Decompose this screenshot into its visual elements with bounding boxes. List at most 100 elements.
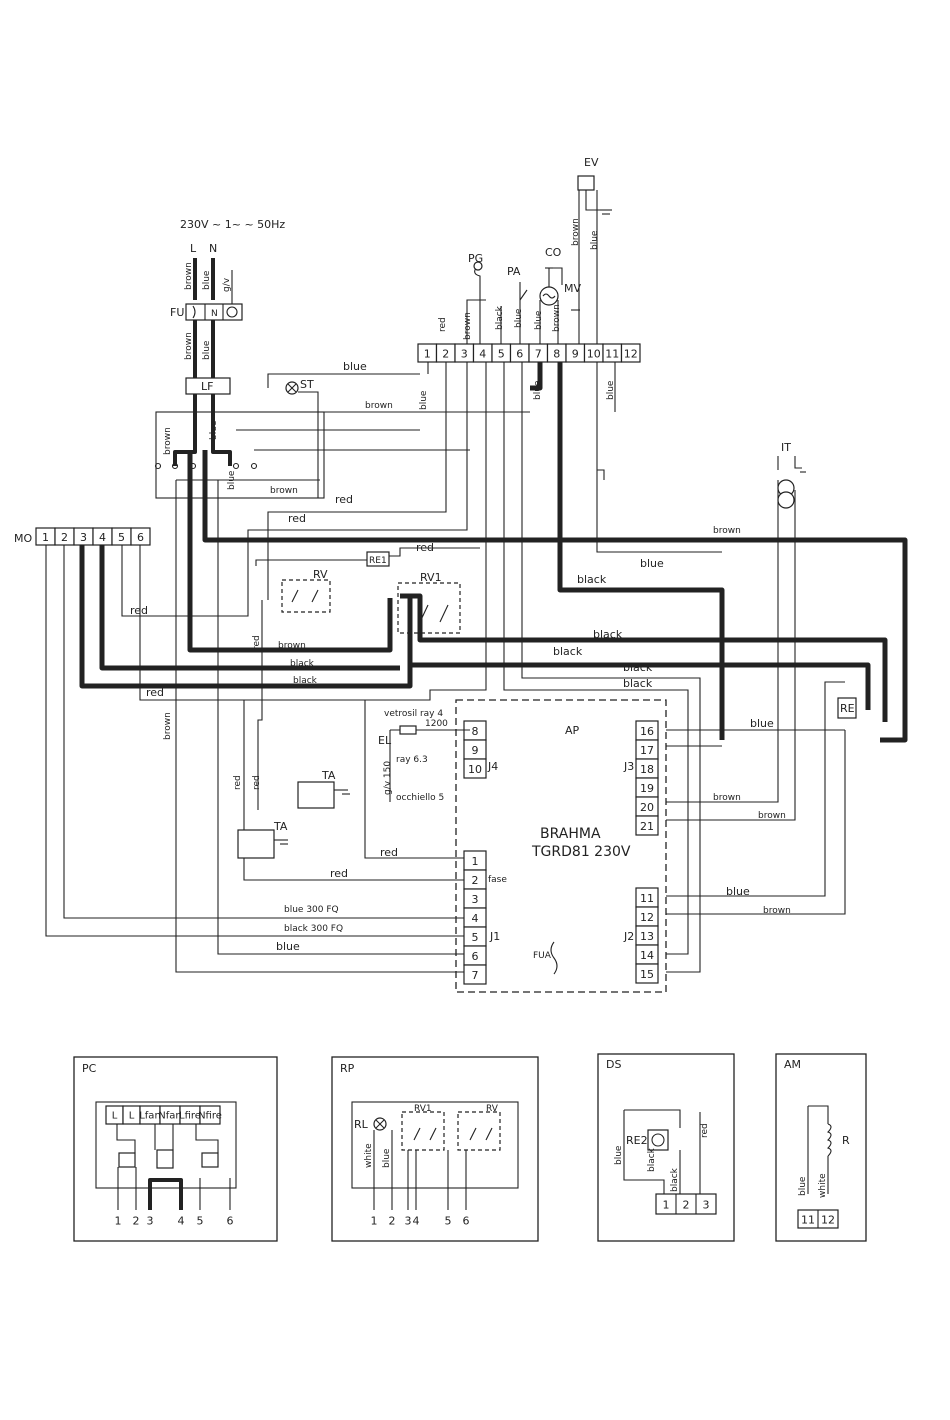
rp-pin-3: 3 bbox=[405, 1215, 412, 1228]
j2-pin-11: 11 bbox=[640, 892, 654, 905]
j4-pin-10-box bbox=[463, 758, 487, 779]
ev-label: EV bbox=[584, 156, 599, 169]
wire-label-red-d: red bbox=[130, 604, 148, 617]
rp-rv1-label: RV1 bbox=[414, 1104, 432, 1114]
j2-pin-14: 14 bbox=[640, 949, 654, 962]
pc-pin-6: 6 bbox=[227, 1215, 234, 1228]
j2-label: J2 bbox=[623, 930, 634, 943]
wire-label-brown-mo: brown bbox=[163, 712, 173, 740]
wire-label-blue-j2-11: blue bbox=[726, 885, 750, 898]
j1-pin-7: 7 bbox=[472, 969, 479, 982]
el-resistor bbox=[399, 725, 417, 735]
rp-pin-6: 6 bbox=[463, 1215, 470, 1228]
rp-rl-label: RL bbox=[354, 1118, 369, 1131]
pc-wiring bbox=[95, 1101, 237, 1210]
re-label: RE bbox=[840, 702, 855, 715]
j3-pin-19: 19 bbox=[640, 782, 654, 795]
ap-fua: FUA bbox=[533, 951, 552, 961]
ap-model-2: TGRD81 230V bbox=[531, 844, 631, 860]
main-terminal-1: 1 bbox=[424, 348, 431, 361]
wire-label-red-b: red bbox=[288, 512, 306, 525]
ta-label-1: TA bbox=[321, 769, 336, 782]
am-r-label: R bbox=[842, 1134, 850, 1147]
rv-relay bbox=[281, 579, 331, 613]
pc-header-3: Nfan bbox=[158, 1111, 181, 1122]
wire-label-black300: black 300 FQ bbox=[284, 924, 343, 934]
pc-pin-1: 1 bbox=[115, 1215, 122, 1228]
j1-pin-7-box bbox=[463, 964, 487, 985]
pc-pin-3: 3 bbox=[147, 1215, 154, 1228]
rv1-relay bbox=[397, 582, 461, 634]
ds-red-label: red bbox=[700, 1123, 710, 1138]
j3-label: J3 bbox=[623, 760, 634, 773]
main-terminal-3: 3 bbox=[461, 348, 468, 361]
ta-thermostat-2 bbox=[237, 829, 288, 859]
wire-label-blue-n2: blue bbox=[202, 340, 212, 360]
rp-inner bbox=[351, 1101, 519, 1189]
wire-label-blue-top: blue bbox=[343, 360, 367, 373]
wire-label-red-f: red bbox=[252, 635, 262, 650]
rp-relays bbox=[373, 1111, 501, 1210]
ds-label: DS bbox=[606, 1058, 621, 1071]
line-filter-label: LF bbox=[201, 380, 213, 393]
ray-label: ray 6.3 bbox=[396, 755, 428, 765]
wire-label-blue-dist: blue bbox=[209, 420, 219, 440]
j1-pin-3: 3 bbox=[472, 893, 479, 906]
supply-label: 230V ~ 1~ ~ 50Hz bbox=[180, 218, 285, 231]
wire-label-black-mid3: black bbox=[553, 645, 583, 658]
wire-label-black-mid2: black bbox=[593, 628, 623, 641]
wire-label-brown-dist: brown bbox=[163, 427, 173, 455]
am-white-label: white bbox=[818, 1173, 828, 1198]
rp-pin-2: 2 bbox=[389, 1215, 396, 1228]
main-terminal-12-box bbox=[620, 343, 641, 363]
wire-label-brown-ev: brown bbox=[571, 218, 581, 246]
wire-label-black-mid: black bbox=[577, 573, 607, 586]
j2-pin-13: 13 bbox=[640, 930, 654, 943]
wire-label-brown-l2: brown bbox=[184, 332, 194, 360]
fua-fuse-icon bbox=[550, 941, 558, 975]
wire-label-blue-ev: blue bbox=[590, 230, 600, 250]
main-terminal-8: 8 bbox=[553, 348, 560, 361]
pc-label: PC bbox=[82, 1062, 97, 1075]
mo-terminal-1: 1 bbox=[42, 531, 49, 544]
j3-pin-17: 17 bbox=[640, 744, 654, 757]
main-terminal-5: 5 bbox=[498, 348, 505, 361]
main-terminal-10: 10 bbox=[587, 348, 601, 361]
wire-label-black-mid5: black bbox=[623, 677, 653, 690]
pc-header-5: Nfire bbox=[198, 1111, 222, 1122]
top-devices bbox=[466, 175, 612, 344]
j1-label: J1 bbox=[489, 930, 500, 943]
line-filter bbox=[185, 377, 231, 395]
j4-pin-10: 10 bbox=[468, 763, 482, 776]
occh-label: occhiello 5 bbox=[396, 793, 444, 803]
wire-label-black-left1: black bbox=[290, 659, 315, 669]
rv1-label: RV1 bbox=[420, 571, 442, 584]
pa-label: PA bbox=[507, 265, 521, 278]
wire-label-red-ta2: red bbox=[252, 775, 262, 790]
am-pin-11: 11 bbox=[801, 1214, 815, 1227]
j2-pin-15-box bbox=[635, 963, 659, 984]
wire-label-brown-j3-21: brown bbox=[758, 811, 786, 821]
ds-pin-3: 3 bbox=[703, 1199, 710, 1212]
supply-n-label: N bbox=[209, 242, 217, 255]
re-relay bbox=[837, 697, 857, 719]
main-terminal-4: 4 bbox=[479, 348, 486, 361]
pc-header-0: L bbox=[112, 1111, 118, 1122]
vetro-label: vetrosil ray 4 bbox=[384, 709, 443, 719]
main-terminal-9: 9 bbox=[572, 348, 579, 361]
mv-label: MV bbox=[564, 282, 581, 295]
main-terminal-12: 12 bbox=[624, 348, 638, 361]
supply-terminal-block bbox=[185, 303, 243, 321]
ds-black-label2: black bbox=[670, 1167, 680, 1192]
rp-label: RP bbox=[340, 1062, 355, 1075]
ap-board bbox=[455, 699, 667, 993]
pc-pin-2: 2 bbox=[133, 1215, 140, 1228]
distribution-wires bbox=[154, 394, 470, 481]
mo-terminal-3: 3 bbox=[80, 531, 87, 544]
j1-pin-2: 2 bbox=[472, 874, 479, 887]
pc-header-2: Lfan bbox=[139, 1111, 161, 1122]
